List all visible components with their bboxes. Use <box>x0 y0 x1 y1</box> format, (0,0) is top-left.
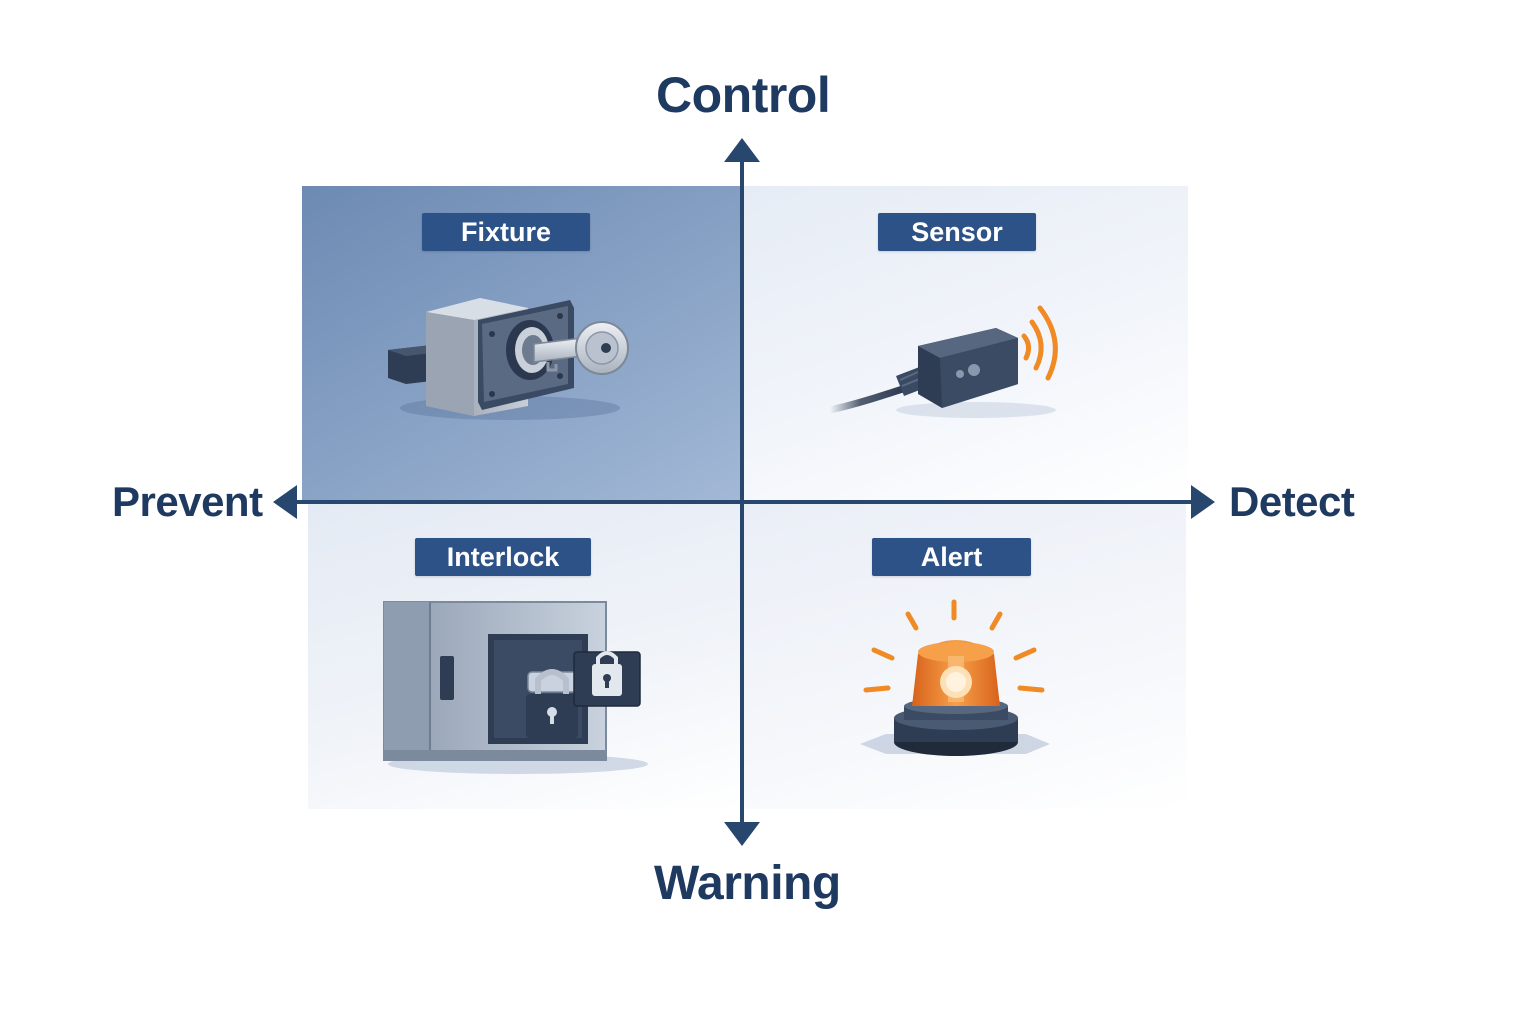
quadrant-label-fixture: Fixture <box>422 213 590 251</box>
axis-label-warning: Warning <box>654 857 841 910</box>
horizontal-axis <box>273 485 1215 519</box>
key-lock-fixture-icon <box>388 298 629 420</box>
vertical-axis <box>724 138 760 846</box>
arrow-right-icon <box>1191 485 1215 519</box>
axis-label-control: Control <box>656 67 831 123</box>
quadrant-label-interlock: Interlock <box>415 538 591 576</box>
light-ray-icon <box>863 599 1045 693</box>
axis-label-prevent: Prevent <box>112 478 263 525</box>
quadrant-label-alert: Alert <box>872 538 1031 576</box>
quadrant-label-sensor: Sensor <box>878 213 1036 251</box>
beacon-alarm-light-icon <box>860 599 1050 756</box>
axis-label-detect: Detect <box>1229 478 1355 525</box>
arrow-down-icon <box>724 822 760 846</box>
arrow-up-icon <box>724 138 760 162</box>
arrow-left-icon <box>273 485 297 519</box>
wireless-sensor-icon <box>826 305 1058 418</box>
padlock-interlock-cabinet-icon <box>383 601 648 774</box>
